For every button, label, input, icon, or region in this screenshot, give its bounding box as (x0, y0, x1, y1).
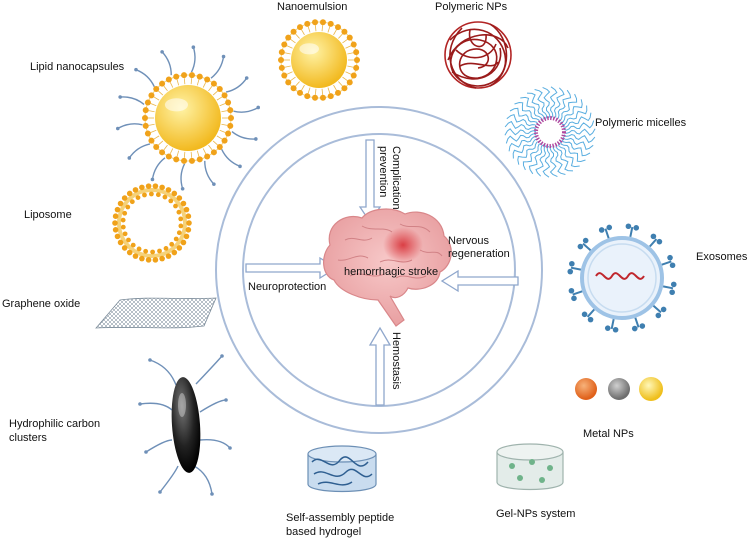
arrow-nervous (440, 269, 519, 293)
arrow-hemostasis (368, 326, 392, 406)
liposome-icon (112, 183, 192, 263)
label-nanoemulsion: Nanoemulsion (277, 1, 348, 13)
label-exosomes: Exosomes (696, 251, 748, 263)
center-nervous-label: Nervous regeneration (448, 235, 510, 260)
peptide-hydrogel-icon (307, 445, 377, 493)
label-gel-nps: Gel-NPs system (496, 508, 576, 520)
metal-nps-icon (575, 377, 663, 401)
gel-nps-icon (496, 443, 564, 491)
label-hydrophilic-carbon: Hydrophilic carbon clusters (9, 418, 101, 444)
label-graphene-oxide: Graphene oxide (2, 298, 81, 310)
label-lipid-nanocapsules: Lipid nanocapsules (30, 61, 125, 73)
label-polymeric-nps: Polymeric NPs (435, 1, 508, 13)
label-liposome: Liposome (24, 209, 72, 221)
label-metal-nps: Metal NPs (583, 428, 634, 440)
center-neuroprotection-label: Neuroprotection (248, 281, 327, 293)
label-polymeric-micelles: Polymeric micelles (595, 117, 687, 129)
polymeric-nps-icon (444, 21, 512, 89)
nanoemulsion-icon (278, 19, 360, 101)
center-stroke-label: hemorrhagic stroke (344, 266, 439, 278)
center-complication-label: Complication prevention (377, 146, 402, 210)
lipid-nanocapsules-icon (115, 45, 261, 191)
center-hemostasis-label: Hemostasis (390, 332, 402, 390)
graphene-oxide-icon (95, 297, 217, 329)
hydrophilic-carbon-icon (138, 354, 232, 496)
label-peptide-hydrogel: Self-assembly peptide based hydrogel (286, 512, 395, 538)
brain-icon (323, 208, 452, 327)
polymeric-micelles-icon (504, 86, 596, 178)
exosome-icon (567, 223, 677, 333)
